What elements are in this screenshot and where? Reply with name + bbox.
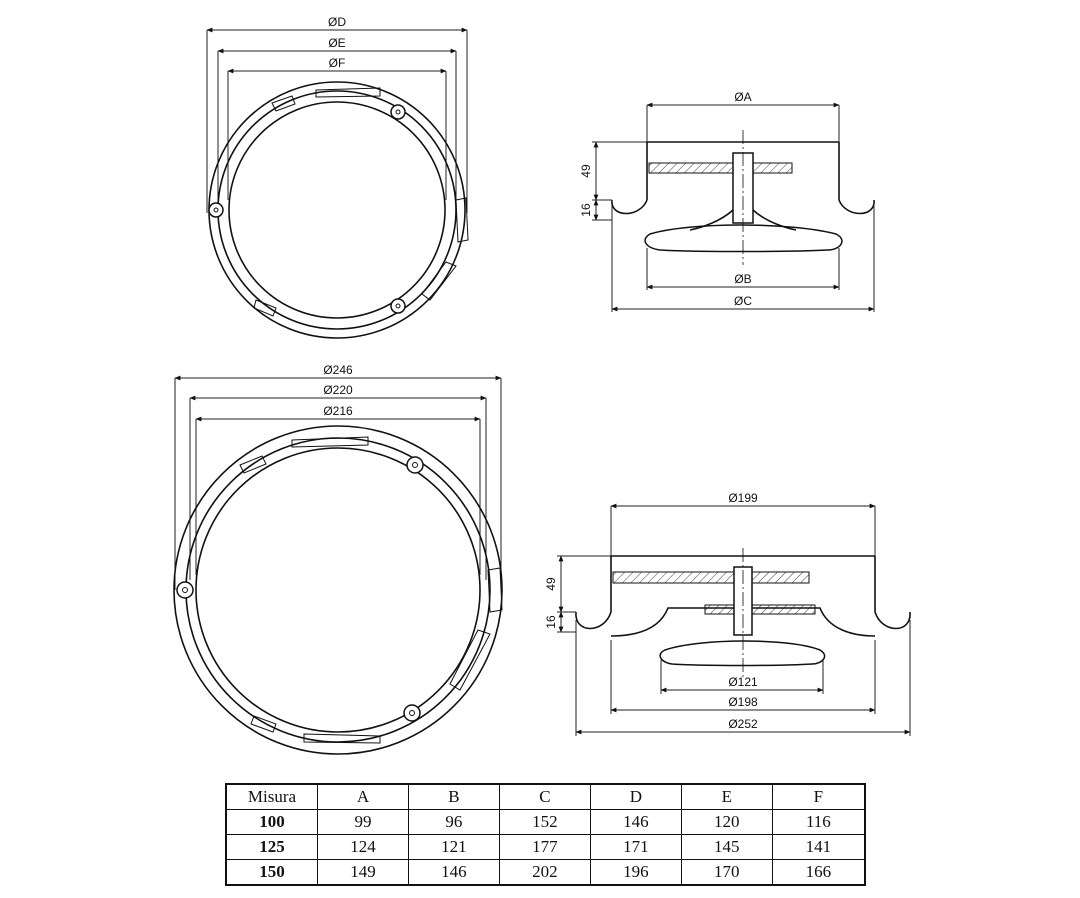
column-header-b: B (407, 783, 500, 810)
table-cell: 124 (317, 834, 409, 860)
screw-hole (395, 109, 401, 115)
ring-tab (253, 299, 277, 317)
column-header-e: E (680, 783, 773, 810)
table-cell: 121 (407, 834, 500, 860)
ring-middle (185, 437, 491, 743)
dimension-table: Misura A B C D E F 100 99 96 152 146 120… (225, 783, 866, 886)
hatched-plate-lower (704, 604, 816, 615)
ring-inner (228, 101, 446, 319)
ring-tab (421, 261, 457, 301)
ring-tab (303, 733, 381, 744)
dim-label-199: Ø199 (728, 491, 758, 505)
dim-label-121: Ø121 (728, 675, 758, 689)
ring-tab (487, 567, 503, 613)
dim-label-c: ØC (734, 294, 752, 308)
table-cell: 146 (407, 859, 500, 886)
screw-post (176, 581, 194, 599)
flange-right (874, 611, 911, 630)
dim-label-h2: 16 (579, 203, 593, 217)
dim-label-e: ØE (328, 36, 345, 50)
screw-post (403, 704, 421, 722)
table-row: 125 124 121 177 171 145 141 (225, 834, 866, 860)
screw-post (390, 104, 406, 120)
flange-left (611, 199, 648, 215)
dim-label-220: Ø220 (323, 383, 353, 397)
table-cell: 141 (771, 834, 866, 860)
table-row: 150 149 146 202 196 170 166 (225, 859, 866, 886)
screw-post (390, 298, 406, 314)
column-header-a: A (317, 783, 409, 810)
column-header-d: D (589, 783, 682, 810)
screw-hole (395, 303, 401, 309)
ring-tab (271, 95, 296, 112)
column-header-f: F (771, 783, 866, 810)
table-cell: 171 (589, 834, 682, 860)
dim-label-b: ØB (734, 272, 751, 286)
table-header-row: Misura A B C D E F (225, 783, 866, 810)
dim-label-f: ØF (329, 56, 346, 70)
ring-top-view-generic: ØD ØE ØF (206, 15, 469, 339)
table-cell: 166 (771, 859, 866, 886)
ring-outer (173, 425, 503, 755)
screw-hole (213, 207, 219, 213)
column-header-c: C (498, 783, 591, 810)
row-label: 125 (225, 834, 318, 860)
section-view-150: Ø199 49 16 Ø121 Ø198 Ø252 (544, 491, 911, 736)
hatched-plate-upper (612, 571, 810, 584)
ring-top-view-150: Ø246 Ø220 Ø216 (173, 363, 503, 755)
flange-left (575, 611, 612, 630)
dim-label-h1: 49 (544, 577, 558, 591)
dim-label-h1: 49 (579, 164, 593, 178)
ring-tab (250, 715, 277, 733)
ring-tab (315, 87, 381, 98)
section-view-generic: ØA 49 16 ØB ØC (579, 90, 875, 312)
dim-label-a: ØA (734, 90, 751, 104)
table-cell: 196 (589, 859, 682, 886)
ring-outer (208, 81, 466, 339)
knob (659, 640, 826, 667)
dim-label-216: Ø216 (323, 404, 353, 418)
ring-inner (195, 447, 481, 733)
table-cell: 202 (498, 859, 591, 886)
hatched-plate (648, 162, 793, 174)
screw-hole (409, 710, 415, 716)
row-label: 150 (225, 859, 318, 886)
dim-label-252: Ø252 (728, 717, 758, 731)
table-cell: 170 (680, 859, 773, 886)
ring-tab (455, 197, 469, 243)
ring-tab (449, 629, 491, 691)
table-row: 100 99 96 152 146 120 116 (225, 809, 866, 835)
knob-neck (689, 209, 797, 231)
ring-middle (217, 90, 457, 330)
ring-tab (291, 436, 369, 448)
ring-tab (239, 455, 267, 474)
dim-label-198: Ø198 (728, 695, 758, 709)
table-cell: 96 (407, 809, 500, 835)
dim-label-246: Ø246 (323, 363, 353, 377)
table-cell: 145 (680, 834, 773, 860)
row-label: 100 (225, 809, 318, 835)
table-cell: 149 (317, 859, 409, 886)
table-cell: 146 (589, 809, 682, 835)
table-cell: 120 (680, 809, 773, 835)
screw-post (406, 456, 424, 474)
table-cell: 177 (498, 834, 591, 860)
screw-hole (182, 587, 188, 593)
screw-hole (412, 462, 418, 468)
table-corner-label: Misura (225, 783, 318, 810)
dim-label-d: ØD (328, 15, 346, 29)
table-cell: 152 (498, 809, 591, 835)
table-cell: 99 (317, 809, 409, 835)
table-cell: 116 (771, 809, 866, 835)
knob (644, 224, 843, 253)
flange-right (838, 199, 875, 215)
dim-label-h2: 16 (544, 615, 558, 629)
screw-post (208, 202, 224, 218)
